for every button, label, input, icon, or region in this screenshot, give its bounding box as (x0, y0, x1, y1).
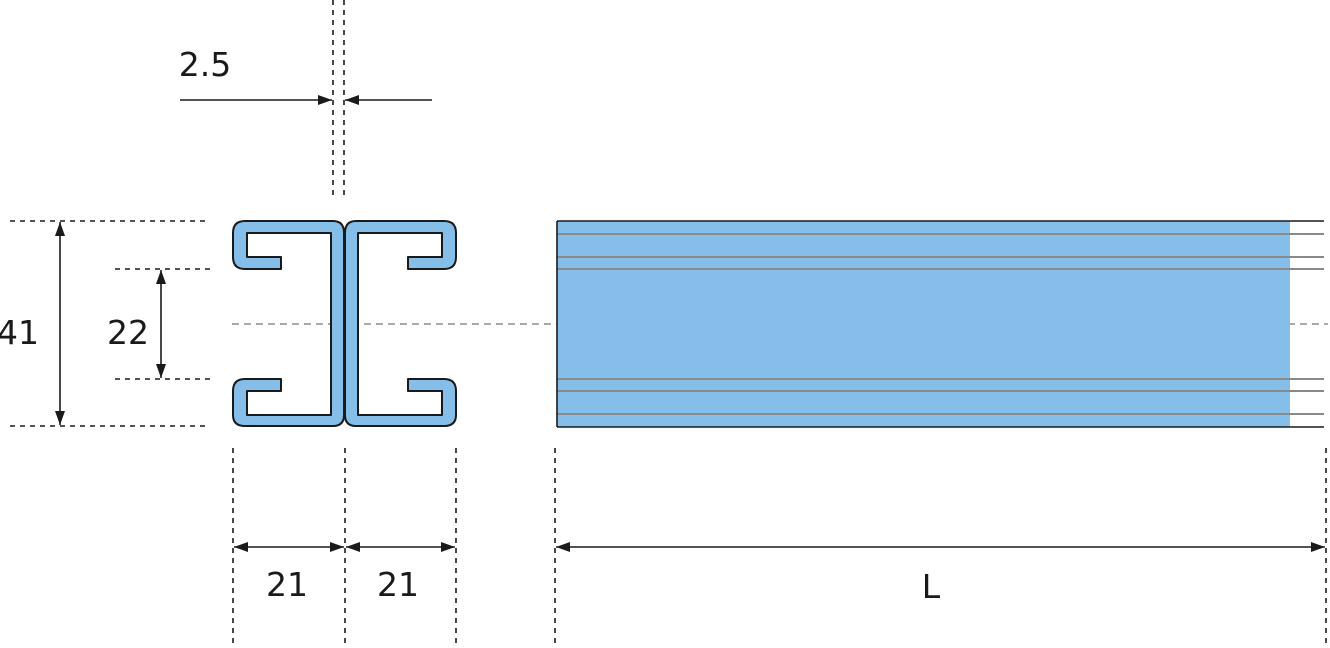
slot-label: 22 (107, 313, 149, 352)
height-dimension: 41 (0, 220, 210, 427)
right-channel-profile (344, 220, 457, 427)
thickness-label: 2.5 (179, 45, 231, 84)
channel-cross-section (232, 220, 457, 427)
channel-side-view (556, 220, 1324, 428)
width-dimension: 21 21 (232, 448, 457, 648)
thickness-dimension: 2.5 (179, 0, 432, 200)
length-label: L (922, 567, 941, 606)
half-width-left-label: 21 (266, 565, 308, 604)
side-view-body (557, 221, 1290, 427)
half-width-right-label: 21 (377, 565, 419, 604)
length-dimension: L (554, 448, 1327, 648)
left-channel-profile (232, 220, 345, 427)
slot-dimension: 22 (107, 268, 210, 380)
height-label: 41 (0, 313, 39, 352)
